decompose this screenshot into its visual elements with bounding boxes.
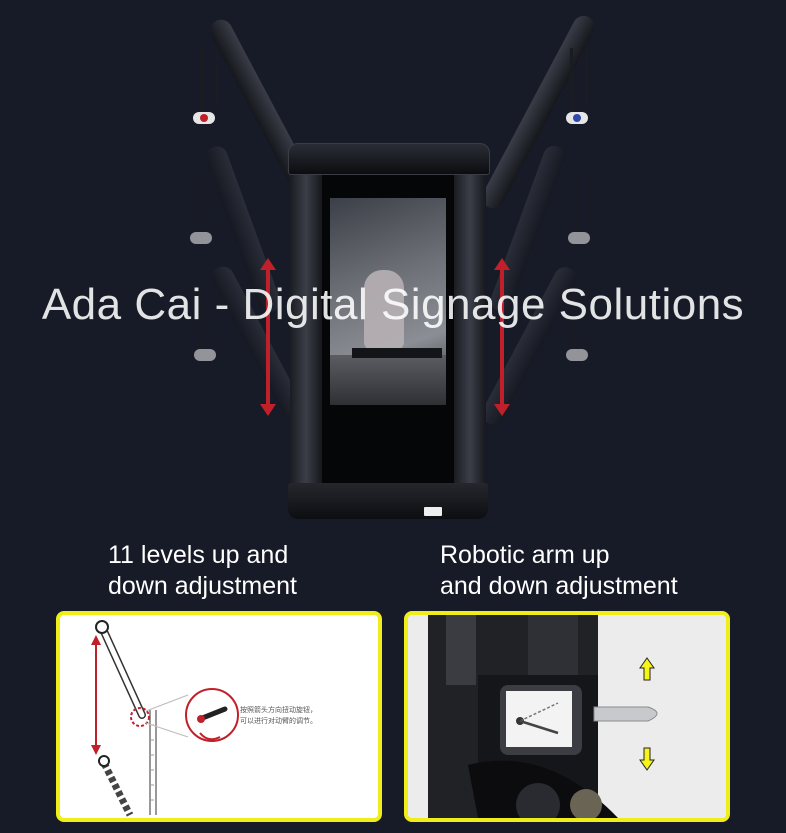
left-cable-handle bbox=[200, 48, 218, 110]
adjustment-diagram: 按照箭头方向扭动旋钮， 可以进行对动臂的调节。 bbox=[56, 611, 382, 822]
diagram-note-line1: 按照箭头方向扭动旋钮， bbox=[240, 705, 317, 714]
right-pillar bbox=[454, 171, 486, 491]
arrow-down-icon bbox=[639, 747, 655, 771]
left-grip bbox=[193, 112, 215, 124]
top-cap bbox=[288, 143, 490, 175]
product-hero-image bbox=[190, 12, 599, 519]
right-cable-handle bbox=[570, 48, 588, 110]
right-cable-handle-mid bbox=[574, 170, 592, 232]
caption-line-2: and down adjustment bbox=[440, 572, 678, 600]
left-cable-handle-low bbox=[200, 287, 218, 349]
feature-caption-levels: 11 levels up and down adjustment bbox=[108, 540, 297, 602]
caption-line-1: 11 levels up and bbox=[108, 541, 289, 569]
right-grip bbox=[566, 112, 588, 124]
fitness-mirror-machine bbox=[288, 143, 490, 519]
right-grip-low bbox=[566, 349, 588, 361]
arrow-up-icon bbox=[639, 657, 655, 681]
power-switch bbox=[424, 507, 442, 516]
right-cable-handle-low bbox=[572, 287, 590, 349]
left-grip-low bbox=[194, 349, 216, 361]
display-screen bbox=[330, 198, 446, 405]
feature-caption-robotic-arm: Robotic arm up and down adjustment bbox=[440, 540, 678, 602]
watermark-text: Ada Cai - Digital Signage Solutions bbox=[41, 280, 745, 329]
robotic-arm-closeup-photo bbox=[404, 611, 730, 822]
caption-line-1: Robotic arm up bbox=[440, 541, 610, 569]
right-grip-mid bbox=[568, 232, 590, 244]
machine-base bbox=[288, 483, 488, 519]
left-height-adjust-arrow bbox=[260, 258, 276, 416]
left-grip-mid bbox=[190, 232, 212, 244]
left-pillar bbox=[290, 171, 322, 491]
right-height-adjust-arrow bbox=[494, 258, 510, 416]
left-cable-handle-mid bbox=[196, 170, 214, 232]
arm-adjustment-diagram-svg: 按照箭头方向扭动旋钮， 可以进行对动臂的调节。 bbox=[91, 620, 317, 817]
bench bbox=[352, 348, 442, 358]
workout-figure bbox=[364, 270, 404, 350]
robotic-arm-closeup-svg bbox=[408, 615, 726, 818]
caption-line-2: down adjustment bbox=[108, 572, 298, 600]
diagram-note-line2: 可以进行对动臂的调节。 bbox=[240, 716, 317, 725]
